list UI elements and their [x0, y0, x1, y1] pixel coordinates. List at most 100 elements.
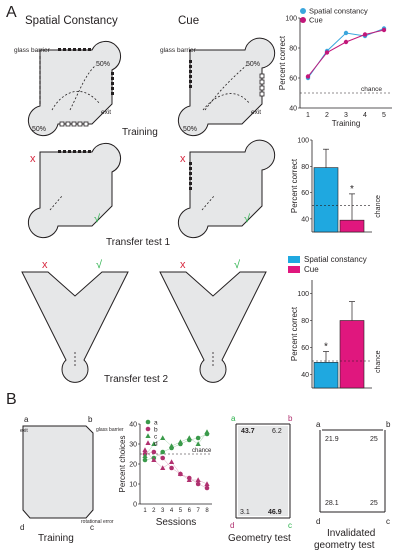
inv-value-c: 25	[370, 500, 378, 507]
data-point	[343, 30, 349, 36]
data-point	[186, 435, 192, 440]
inv-value-d: 28.1	[325, 500, 339, 507]
wrong-mark-cue: x	[180, 153, 186, 165]
data-point	[204, 429, 210, 434]
wall-cues-top	[58, 48, 91, 51]
y-tick-label: 30	[129, 442, 137, 449]
chance-label: chance	[361, 86, 382, 93]
data-point	[169, 465, 174, 471]
x-tick-label: 5	[382, 112, 386, 119]
x-tick-label: 7	[196, 508, 200, 514]
geo-corner-d: d	[230, 521, 234, 530]
transfer2-arena-cue: x √	[159, 259, 267, 383]
data-point	[177, 439, 184, 444]
geo-value-c: 46.9	[268, 509, 282, 516]
geo-corner-c: c	[288, 521, 292, 530]
legend-swatch	[288, 256, 300, 263]
data-point	[160, 465, 166, 470]
legend-label: Cue	[304, 265, 319, 274]
series-line	[307, 28, 385, 79]
pct-bottom-label-cue: 50%	[183, 126, 197, 133]
panel-b-label: B	[6, 391, 17, 408]
data-point	[343, 39, 349, 45]
data-point	[195, 477, 201, 482]
legend-marker	[300, 8, 306, 14]
y-tick-label: 40	[301, 216, 309, 223]
data-point	[160, 455, 166, 461]
x-axis-label: Training	[332, 119, 361, 128]
inv-label-2: geometry test	[314, 540, 375, 550]
cue-title: Cue	[178, 15, 199, 27]
x-tick-label: 3	[344, 112, 348, 119]
data-point	[204, 481, 210, 486]
pb-corner-d: d	[20, 523, 24, 532]
legend-label: Cue	[309, 16, 323, 25]
data-point	[151, 441, 157, 446]
geo-value-a: 43.7	[241, 428, 255, 435]
spatial-title: Spatial Constancy	[25, 15, 118, 27]
legend-marker	[145, 426, 151, 432]
x-tick-label: 2	[325, 112, 329, 119]
pct-top-label: 50%	[96, 61, 110, 68]
significance-mark: *	[324, 342, 328, 353]
inv-corner-a: a	[316, 420, 321, 429]
data-point	[151, 449, 157, 455]
geo-value-b: 6.2	[272, 428, 282, 435]
data-point	[142, 447, 148, 452]
transfer1-arena-spatial: x √	[27, 142, 122, 239]
data-point	[305, 74, 311, 79]
y-axis-label: Percent choices	[118, 436, 127, 493]
geo-corner-a: a	[231, 414, 236, 423]
legend-label: a	[154, 420, 158, 427]
x-tick-label: 4	[170, 508, 174, 514]
pb-corner-c: c	[90, 523, 94, 532]
data-point	[142, 457, 148, 463]
bar	[339, 219, 365, 233]
wrong-mark-t2: x	[42, 259, 48, 271]
data-point	[151, 457, 157, 462]
wrong-mark: x	[30, 153, 36, 165]
data-point	[168, 443, 175, 448]
data-point	[204, 485, 210, 491]
pct-top-label-cue: 50%	[246, 61, 260, 68]
y-tick-label: 20	[129, 462, 137, 469]
geometry-test-arena: a b d c 43.7 6.2 3.1 46.9 Geometry test	[228, 414, 293, 544]
x-tick-label: 5	[179, 508, 183, 514]
wall-cues-right	[111, 72, 114, 95]
data-point	[160, 449, 166, 455]
geo-label: Geometry test	[228, 533, 291, 544]
data-point	[142, 453, 148, 458]
y-tick-label: 0	[133, 502, 137, 509]
glass-barrier-label: glass barrier	[14, 47, 51, 54]
bar	[313, 362, 339, 389]
data-point	[186, 477, 192, 482]
y-tick-label: 80	[301, 164, 309, 171]
training-label: Training	[122, 127, 158, 138]
x-tick-label: 4	[363, 112, 367, 119]
pb-exit-label: exit	[20, 428, 28, 434]
chance-label: chance	[192, 448, 212, 454]
geo-value-d: 3.1	[240, 509, 250, 516]
training-arena-spatial: 50% 50% exit glass barrier	[14, 40, 122, 137]
y-tick-label: 80	[301, 318, 309, 325]
panel-b-training-arena: a b d c exit glass barrier rotational er…	[20, 415, 124, 544]
data-point	[195, 441, 201, 446]
inv-corner-c: c	[386, 517, 390, 526]
legend-swatch	[288, 266, 300, 273]
right-mark-cue: √	[244, 213, 251, 225]
wrong-mark-t2-cue: x	[180, 259, 186, 271]
data-point	[324, 50, 330, 55]
x-tick-label: 6	[188, 508, 192, 514]
bar	[313, 167, 339, 233]
inv-corner-d: d	[316, 517, 320, 526]
right-mark-t2-cue: √	[234, 259, 241, 271]
transfer1-label: Transfer test 1	[106, 237, 171, 248]
y-tick-label: 40	[301, 372, 309, 379]
right-mark: √	[94, 213, 101, 225]
legend-marker	[300, 17, 306, 23]
legend-label: d	[154, 441, 158, 448]
right-mark-t2: √	[96, 259, 103, 271]
training-arena-cue: 50% 50% exit glass barrier	[160, 37, 276, 137]
